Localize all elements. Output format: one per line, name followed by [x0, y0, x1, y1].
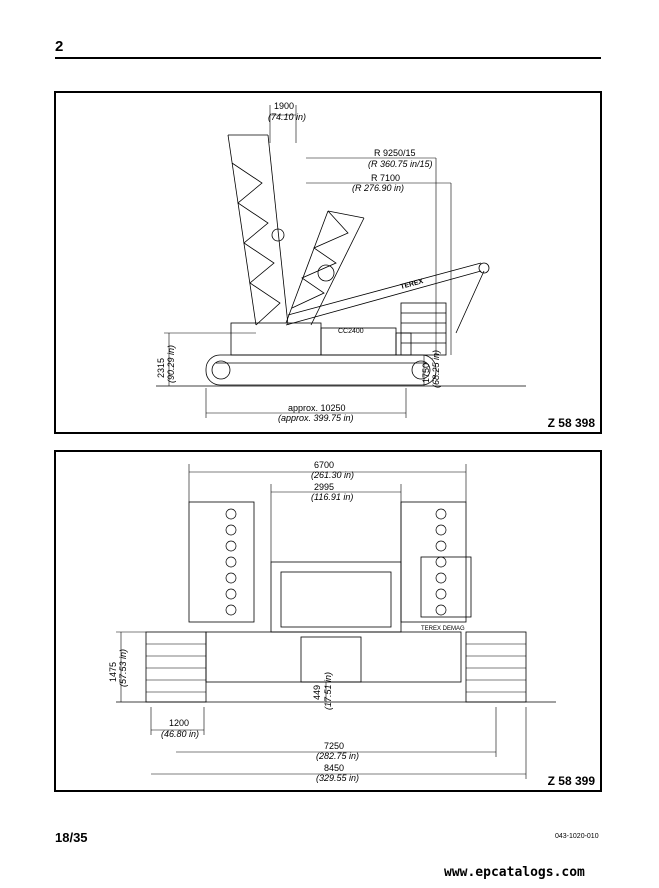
dim-top-width: 1900 — [274, 101, 294, 111]
figure-front-view: 6700 (261.30 in) 2995 (116.91 in) 1475 (… — [54, 450, 602, 792]
header-rule — [55, 57, 601, 59]
dim-length: approx. 10250 — [288, 403, 346, 413]
figure-id: Z 58 398 — [547, 416, 595, 430]
dim-track-outer-in: (329.55 in) — [316, 773, 359, 783]
side-view-drawing: 1900 (74.10 in) R 9250/15 (R 360.75 in/1… — [156, 101, 526, 423]
dim-overall-width: 6700 — [314, 460, 334, 470]
page-number: 18/35 — [55, 830, 88, 845]
dim-track-center: 7250 — [324, 741, 344, 751]
dim-inner-width-in: (116.91 in) — [311, 492, 353, 502]
dim-inner-width: 2995 — [314, 482, 334, 492]
dim-length-in: (approx. 399.75 in) — [278, 413, 354, 423]
dim-radius-min-in: (R 276.90 in) — [352, 183, 404, 193]
dim-top-width-in: (74.10 in) — [268, 112, 306, 122]
dim-height-right-in: (68.25 in) — [431, 350, 441, 388]
body-brand: TEREX DEMAG — [421, 626, 465, 632]
dim-track-height-in: (57.53 in) — [118, 649, 128, 687]
dim-radius-min: R 7100 — [371, 173, 400, 183]
figure-id: Z 58 399 — [547, 774, 595, 788]
dim-ground-clearance-in: (17.51 in) — [323, 672, 333, 710]
dim-radius-max-in: (R 360.75 in/15) — [368, 159, 433, 169]
figure-side-view: 1900 (74.10 in) R 9250/15 (R 360.75 in/1… — [54, 91, 602, 434]
boom-brand: TEREX — [400, 278, 425, 291]
document-code: 043-1020-010 — [555, 833, 599, 840]
dim-track-height: 1475 — [108, 662, 118, 682]
dim-track-width-in: (46.80 in) — [161, 729, 199, 739]
dim-height-right: 1750 — [421, 363, 431, 383]
body-brand: CC2400 — [338, 328, 364, 335]
dim-track-outer: 8450 — [324, 763, 344, 773]
dim-ground-clearance: 449 — [312, 685, 322, 700]
dim-height-left: 2315 — [156, 358, 166, 378]
dim-overall-width-in: (261.30 in) — [311, 470, 354, 480]
dim-height-left-in: (90.29 in) — [166, 345, 176, 383]
dim-track-center-in: (282.75 in) — [316, 751, 359, 761]
front-view-drawing: 6700 (261.30 in) 2995 (116.91 in) 1475 (… — [108, 460, 556, 783]
dim-track-width: 1200 — [169, 718, 189, 728]
section-number: 2 — [55, 38, 64, 55]
dim-radius-max: R 9250/15 — [374, 148, 416, 158]
watermark-url: www.epcatalogs.com — [444, 865, 585, 880]
